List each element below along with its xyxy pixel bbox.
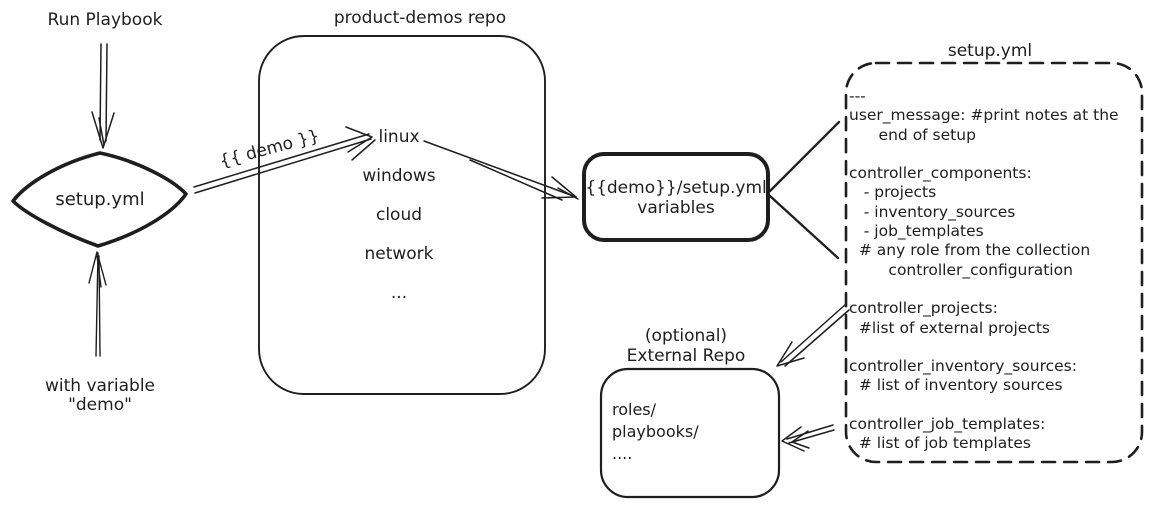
yaml-line: controller_configuration bbox=[849, 260, 1073, 279]
arrow-job-templates-to-external-repo bbox=[781, 424, 835, 452]
setup-yml-title: setup.yml bbox=[947, 41, 1033, 61]
yaml-line: - job_templates bbox=[849, 222, 984, 241]
external-repo-label: External Repo bbox=[626, 346, 746, 366]
arrow-linux-to-variables bbox=[423, 140, 579, 201]
repo-item: cloud bbox=[375, 205, 423, 225]
run-playbook-label: Run Playbook bbox=[47, 10, 163, 30]
setup-yml-diamond-shape bbox=[11, 151, 188, 248]
yaml-line bbox=[849, 396, 1141, 415]
product-demos-repo-title: product-demos repo bbox=[333, 8, 507, 28]
arrow-with-variable bbox=[88, 251, 107, 357]
variables-box-line2: variables bbox=[637, 198, 715, 218]
yaml-line bbox=[849, 338, 1141, 357]
yaml-line bbox=[849, 280, 1141, 299]
product-demos-repo-box bbox=[258, 35, 546, 395]
external-repo-line: .... bbox=[612, 444, 633, 463]
arrow-projects-to-external-repo bbox=[776, 303, 850, 367]
optional-label: (optional) bbox=[644, 326, 728, 346]
setup-yml-diamond-label: setup.yml bbox=[55, 189, 145, 210]
yaml-line: # any role from the collection bbox=[849, 241, 1091, 260]
setup-yml-content: ---user_message: #print notes at the end… bbox=[849, 87, 1141, 454]
repo-items-list: linux windows cloud network... bbox=[329, 126, 469, 304]
yaml-line: controller_projects: bbox=[849, 299, 998, 318]
external-repo-line: playbooks/ bbox=[612, 422, 699, 441]
yaml-line: end of setup bbox=[849, 125, 976, 144]
arrow-demo bbox=[193, 126, 376, 194]
yaml-line: # list of job templates bbox=[849, 434, 1031, 453]
yaml-line: controller_inventory_sources: bbox=[849, 357, 1077, 376]
yaml-line: - inventory_sources bbox=[849, 202, 1016, 221]
arrow-run-playbook bbox=[91, 43, 115, 149]
with-variable-label: with variable bbox=[44, 376, 156, 396]
connector-variables-to-setupyml bbox=[768, 120, 841, 260]
variables-box-line1: {{demo}}/setup.yml bbox=[585, 178, 767, 198]
yaml-line: --- bbox=[849, 87, 866, 105]
demo-setup-yml-variables-box bbox=[582, 152, 770, 242]
setup-yml-dashed-box bbox=[844, 61, 1144, 464]
yaml-line: user_message: #print notes at the bbox=[849, 106, 1119, 125]
external-repo-box bbox=[599, 367, 781, 499]
external-repo-line: roles/ bbox=[612, 400, 657, 419]
yaml-line: controller_components: bbox=[849, 164, 1032, 183]
yaml-line: # list of inventory sources bbox=[849, 376, 1063, 395]
external-repo-contents: roles/playbooks/.... bbox=[612, 399, 699, 465]
yaml-line bbox=[849, 145, 1141, 164]
yaml-line: - projects bbox=[849, 183, 937, 202]
yaml-line: #list of external projects bbox=[849, 318, 1050, 337]
repo-item: ... bbox=[390, 283, 408, 303]
repo-item: network bbox=[364, 244, 434, 264]
repo-item: windows bbox=[362, 166, 436, 186]
with-variable-demo-label: "demo" bbox=[68, 395, 132, 415]
yaml-line: controller_job_templates: bbox=[849, 415, 1046, 434]
repo-item: linux bbox=[378, 127, 420, 147]
